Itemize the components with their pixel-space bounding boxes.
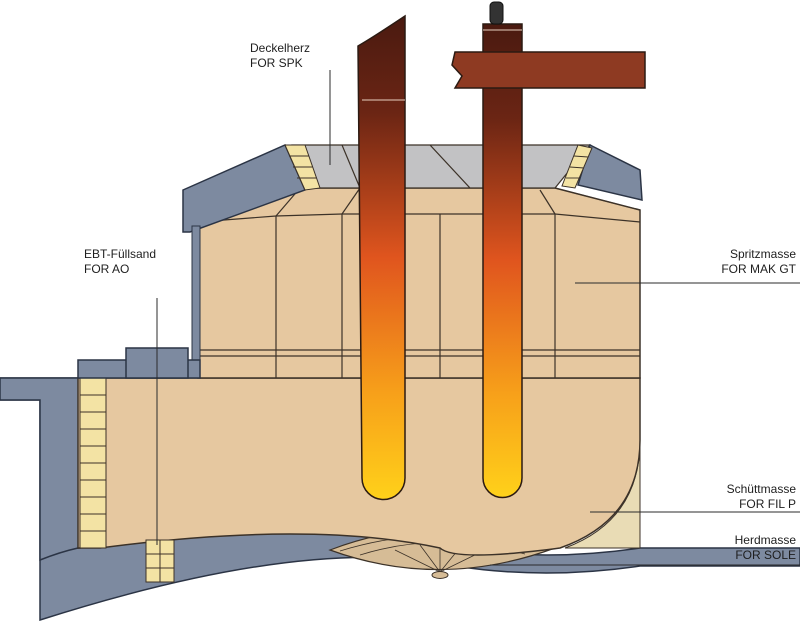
electrode-right-cap <box>489 1 504 25</box>
steel-shell-left <box>0 377 81 562</box>
label-schuettmasse-name: Schüttmasse <box>727 482 797 496</box>
cover-steel-left <box>182 144 307 233</box>
left-brick-joints <box>80 394 106 532</box>
label-ebt-name: EBT-Füllsand <box>84 247 156 261</box>
label-ebt-product: FOR AO <box>84 262 129 276</box>
label-herdmasse-product: FOR SOLE <box>735 548 796 562</box>
labels: Deckelherz FOR SPK EBT-Füllsand FOR AO S… <box>84 41 797 562</box>
label-deckelherz-name: Deckelherz <box>250 41 310 55</box>
hearth-drain <box>431 571 449 579</box>
upper-shell-left-edge <box>191 225 201 379</box>
electrode-left <box>357 14 406 501</box>
label-spritzmasse-product: FOR MAK GT <box>721 262 796 276</box>
label-schuettmasse-product: FOR FIL P <box>739 497 796 511</box>
label-herdmasse-name: Herdmasse <box>735 533 797 547</box>
cover-roof-center <box>291 144 592 189</box>
leader-lines <box>156 70 800 566</box>
electrode-right <box>482 23 523 499</box>
electrode-arm <box>451 51 646 89</box>
cover-flange-right <box>554 187 641 211</box>
label-spritzmasse-name: Spritzmasse <box>730 247 796 261</box>
upper-wall-joints <box>197 187 641 378</box>
lower-lining <box>77 377 641 556</box>
label-deckelherz-product: FOR SPK <box>250 56 303 70</box>
cover-brick-right <box>561 144 593 189</box>
